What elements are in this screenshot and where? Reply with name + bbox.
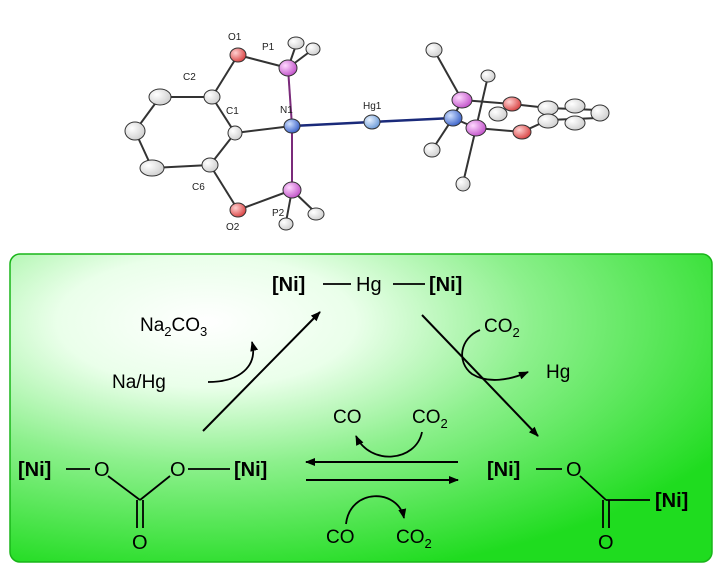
label-p2: P2 (272, 208, 285, 219)
equilibrium: CO CO2 CO CO2 (305, 407, 459, 551)
carbox-o-bottom: O (598, 532, 614, 554)
mercury-complex: [Ni] Hg [Ni] (272, 274, 462, 296)
structure-atoms (124, 36, 610, 231)
carb-ni-left: [Ni] (18, 459, 51, 481)
arrow-up-left (202, 311, 321, 432)
carbox-ni-left: [Ni] (487, 459, 520, 481)
top-ni-left: [Ni] (272, 274, 305, 296)
label-p1: P1 (262, 42, 275, 53)
reagent-na2co3: Na2CO3 (140, 315, 207, 339)
eq-top-curl-arrow (355, 431, 423, 458)
left-curl-arrow (207, 341, 259, 383)
eq-bottom-co2: CO2 (396, 527, 432, 551)
top-hg: Hg (356, 274, 382, 296)
label-n1: N1 (280, 105, 293, 116)
carb-o-right: O (170, 459, 186, 481)
carboxylate-complex: [Ni] O [Ni] O (487, 459, 688, 554)
carbox-o: O (566, 459, 582, 481)
label-hg1: Hg1 (363, 101, 382, 112)
eq-top-co: CO (333, 407, 362, 428)
carb-ni-right: [Ni] (234, 459, 267, 481)
top-ni-right: [Ni] (429, 274, 462, 296)
label-c6: C6 (192, 182, 205, 193)
reagent-hg-out: Hg (546, 362, 570, 383)
right-reagent: CO2 Hg (461, 316, 570, 383)
carbonate-complex: [Ni] O O [Ni] O (18, 459, 267, 554)
label-o1: O1 (228, 32, 242, 43)
eq-bottom-curl-arrow (345, 495, 407, 525)
arrow-down-right (421, 314, 539, 437)
eq-top-co2: CO2 (412, 407, 448, 431)
scheme-panel (9, 253, 713, 563)
eq-bottom-co: CO (326, 527, 355, 548)
reagent-na-hg: Na/Hg (112, 372, 166, 393)
label-o2: O2 (226, 222, 240, 233)
right-curl-arrow (461, 329, 529, 381)
crystal-structure: O1 P1 C2 C1 N1 Hg1 C6 O2 P2 (124, 32, 610, 233)
label-c2: C2 (183, 72, 196, 83)
carb-o-left: O (94, 459, 110, 481)
carb-o-bottom: O (132, 532, 148, 554)
reaction-scheme: [Ni] Hg [Ni] Na2CO3 Na/Hg CO2 Hg [ (9, 253, 713, 563)
reagent-co2-in: CO2 (484, 316, 520, 340)
label-c1: C1 (226, 106, 239, 117)
carbox-ni-right: [Ni] (655, 490, 688, 512)
left-reagent: Na2CO3 Na/Hg (112, 315, 259, 393)
